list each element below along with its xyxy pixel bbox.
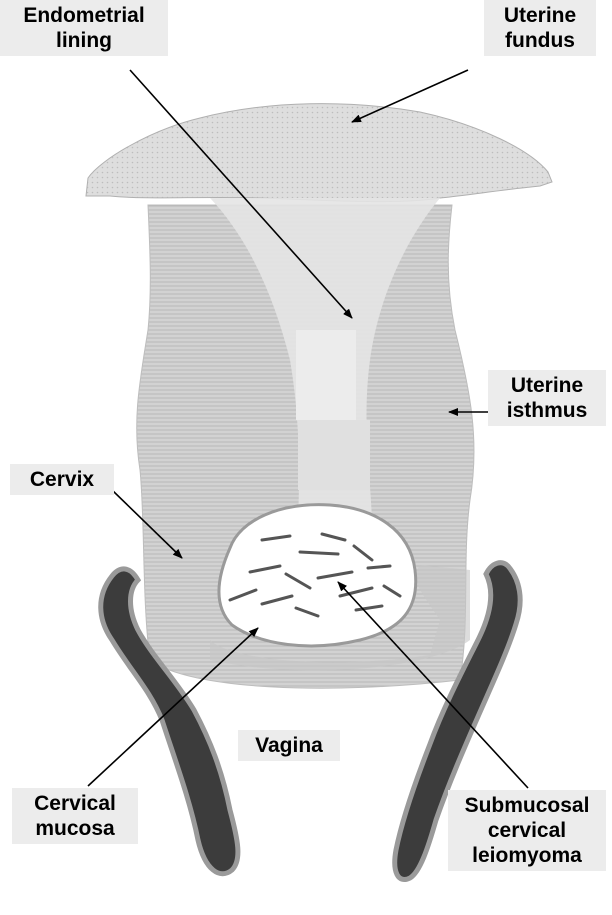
uterine-fundus-label: Uterine fundus [484,0,596,56]
endometrial-lining-label: Endometrial lining [0,0,168,56]
submucosal-cervical-leiomyoma-shape [219,505,416,646]
cervix-label: Cervix [10,464,114,495]
submucosal-cervical-leiomyoma-label: Submucosal cervical leiomyoma [448,790,606,871]
cervical-mucosa-label: Cervical mucosa [12,788,138,844]
cavity-highlight-lower [298,420,370,490]
uterine-fundus-shape [86,104,552,202]
cavity-highlight-upper [296,330,356,420]
vagina-label: Vagina [238,730,340,761]
uterine-isthmus-label: Uterine isthmus [488,370,606,426]
